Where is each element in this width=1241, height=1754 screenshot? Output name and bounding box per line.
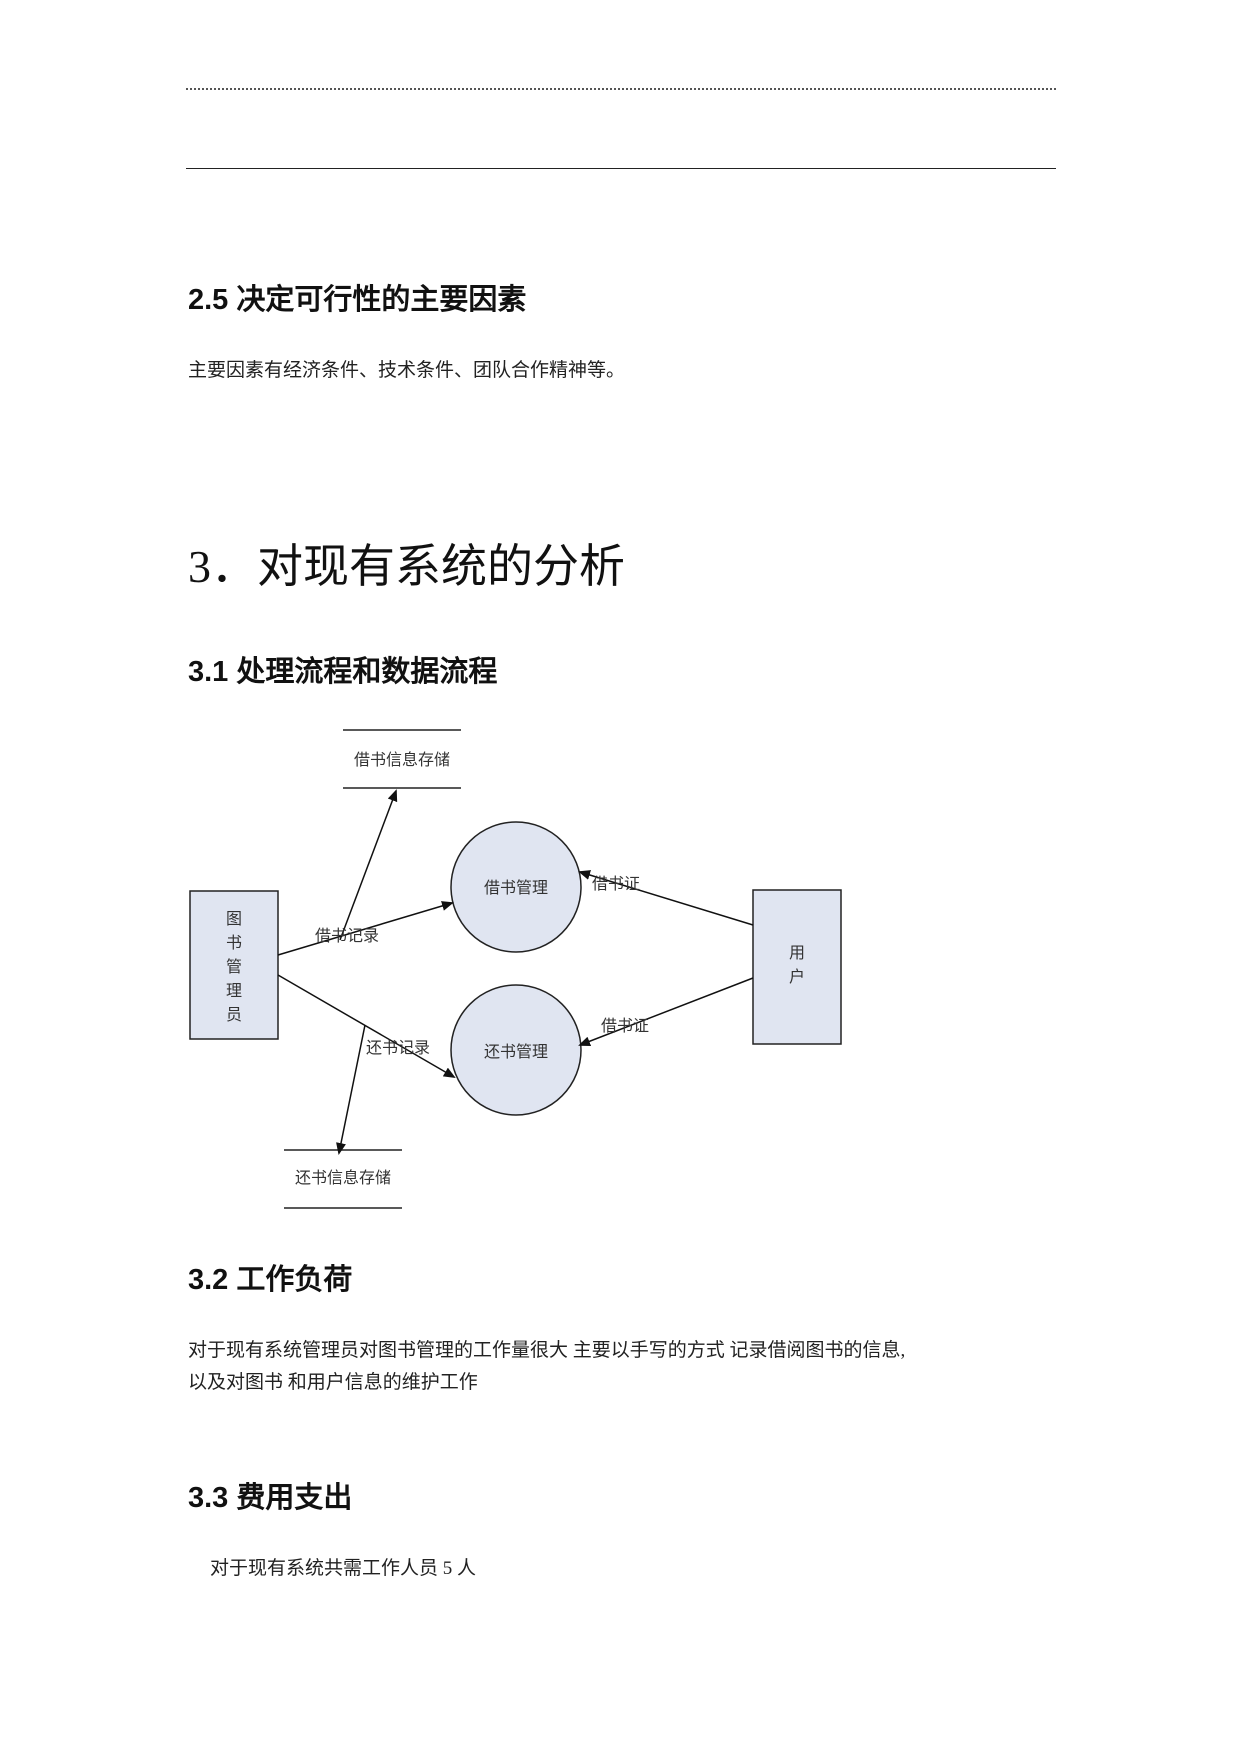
- section-2-5-body: 主要因素有经济条件、技术条件、团队合作精神等。: [188, 360, 626, 381]
- section-3-1-heading: 3.1 处理流程和数据流程: [188, 656, 498, 688]
- header-dotted-line: [186, 88, 1056, 90]
- header-rule: [186, 168, 1056, 169]
- section-3-2-body-line1: 对于现有系统管理员对图书管理的工作量很大 主要以手写的方式 记录借阅图书的信息,: [188, 1340, 906, 1361]
- section-3-3-heading: 3.3 费用支出: [188, 1482, 353, 1514]
- flow-to-return-store: [336, 1024, 366, 1155]
- return-process-label: 还书管理: [484, 1043, 548, 1061]
- librarian-char: 管: [226, 958, 242, 976]
- borrow-record-flow-label: 借书记录: [315, 927, 379, 945]
- borrow-card-flow-label-bottom: 借书证: [601, 1017, 649, 1035]
- librarian-entity: 图 书 管 理 员: [189, 890, 279, 1040]
- borrow-card-flow-label-top: 借书证: [592, 875, 640, 893]
- borrow-store-label: 借书信息存储: [354, 751, 450, 769]
- librarian-char: 书: [226, 934, 242, 952]
- section-3-2-body-line2: 以及对图书 和用户信息的维护工作: [188, 1372, 478, 1393]
- borrow-management-process: 借书管理: [450, 821, 582, 953]
- chapter-3-heading: 3．对现有系统的分析: [188, 541, 625, 592]
- section-3-3-body: 对于现有系统共需工作人员 5 人: [210, 1558, 477, 1579]
- borrow-process-label: 借书管理: [484, 879, 548, 897]
- section-3-2-heading: 3.2 工作负荷: [188, 1264, 353, 1296]
- section-2-5-heading: 2.5 决定可行性的主要因素: [188, 284, 527, 316]
- return-record-flow-label: 还书记录: [366, 1039, 430, 1057]
- return-info-store: 还书信息存储: [284, 1149, 402, 1209]
- return-management-process: 还书管理: [450, 984, 582, 1116]
- librarian-char: 图: [226, 911, 242, 928]
- flow-user-to-return-process: [578, 977, 754, 1047]
- flow-user-to-borrow-process: [578, 870, 754, 926]
- user-char: 用: [789, 945, 805, 962]
- librarian-char: 理: [226, 983, 242, 1000]
- return-store-label: 还书信息存储: [295, 1169, 391, 1187]
- borrow-info-store: 借书信息存储: [343, 729, 461, 789]
- librarian-char: 员: [226, 1006, 242, 1024]
- flow-librarian-to-return-process: [277, 974, 456, 1079]
- user-char: 户: [789, 968, 805, 986]
- flow-librarian-to-borrow-store: [339, 789, 398, 941]
- flow-librarian-to-borrow-process: [277, 901, 454, 956]
- user-entity: 用 户: [752, 889, 842, 1045]
